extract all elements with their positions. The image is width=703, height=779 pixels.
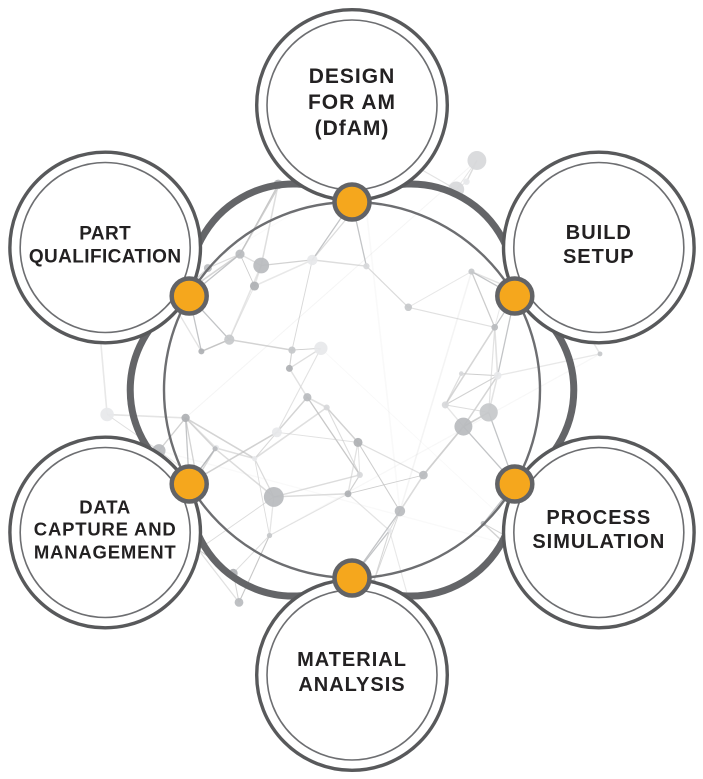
stage-circle-process-simulation [501,435,696,630]
connector-dot-material-analysis [332,558,372,598]
connector-dot-build-setup [495,276,535,316]
stage-circle-part-qualification [8,150,203,345]
connector-dots [169,182,535,598]
connector-dot-design-for-am [332,182,372,222]
stage-circles [8,7,696,773]
stage-circle-build-setup [501,150,696,345]
stage-circle-material-analysis [255,578,450,773]
stage-circle-design-for-am [255,7,450,203]
stage-circle-data-capture-and-management [8,435,203,630]
connector-dot-data-capture-and-management [169,464,209,504]
connector-dot-part-qualification [169,276,209,316]
connector-dot-process-simulation [495,464,535,504]
